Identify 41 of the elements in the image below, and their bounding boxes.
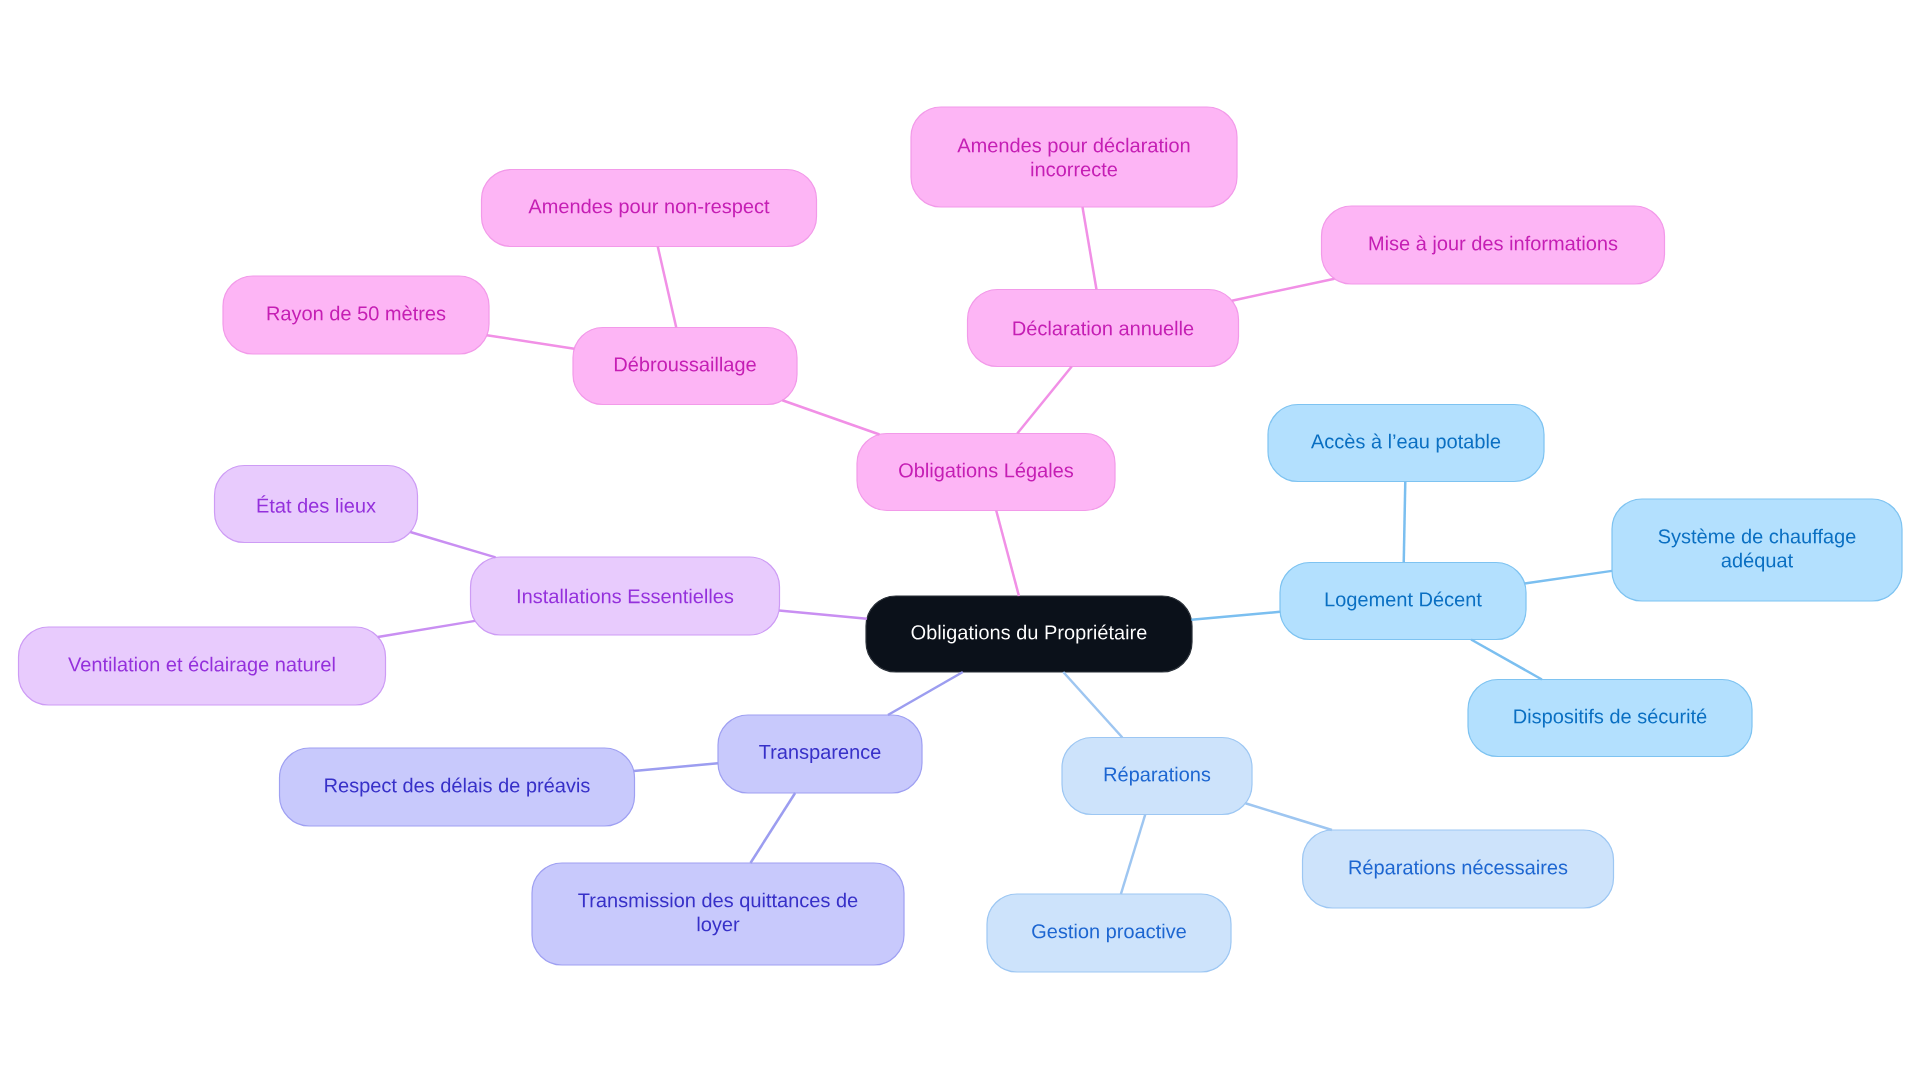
connector-line: [887, 670, 964, 717]
connector-line: [1231, 277, 1335, 302]
branch-topic: Réparations: [1061, 736, 1253, 816]
connector-line: [377, 619, 476, 639]
subtopic: Gestion proactive: [986, 893, 1232, 973]
subtopic: Mise à jour des informations: [1320, 205, 1666, 285]
connector-line: [1245, 802, 1333, 832]
connector-line: [781, 399, 880, 436]
connector-line: [995, 510, 1021, 597]
subtopic: Ventilation et éclairage naturel: [17, 626, 387, 706]
connector-line: [1524, 569, 1613, 585]
connector-line: [486, 334, 575, 351]
subtopic: Transmission des quittances de loyer: [531, 862, 905, 966]
subtopic: État des lieux: [213, 464, 419, 544]
subtopic: Déclaration annuelle: [966, 288, 1240, 368]
subtopic: Réparations nécessaires: [1301, 829, 1615, 909]
connector-line: [1470, 638, 1543, 681]
connector-line: [1081, 206, 1098, 290]
branch-topic: Logement Décent: [1279, 561, 1527, 641]
connector-line: [1191, 610, 1281, 621]
connector-line: [1062, 671, 1124, 739]
connector-line: [1119, 814, 1147, 895]
subtopic: Débroussaillage: [572, 326, 798, 406]
branch-topic: Transparence: [717, 714, 923, 794]
subtopic: Dispositifs de sécurité: [1467, 678, 1753, 758]
connector-line: [1016, 365, 1073, 435]
subtopic: Système de chauffage adéquat: [1611, 498, 1903, 602]
connector-line: [409, 530, 496, 559]
subtopic: Rayon de 50 mètres: [222, 275, 490, 355]
subtopic: Respect des délais de préavis: [278, 747, 636, 827]
subtopic: Amendes pour déclaration incorrecte: [910, 106, 1238, 208]
branch-topic: Obligations Légales: [856, 432, 1116, 512]
subtopic: Amendes pour non-respect: [480, 168, 818, 248]
connector-line: [778, 609, 867, 621]
connector-line: [1402, 481, 1407, 563]
central-topic: Obligations du Propriétaire: [865, 595, 1193, 673]
branch-topic: Installations Essentielles: [469, 556, 781, 636]
connector-line: [633, 762, 719, 773]
connector-line: [656, 246, 678, 328]
subtopic: Accès à l’eau potable: [1267, 403, 1545, 483]
connector-line: [749, 792, 797, 864]
